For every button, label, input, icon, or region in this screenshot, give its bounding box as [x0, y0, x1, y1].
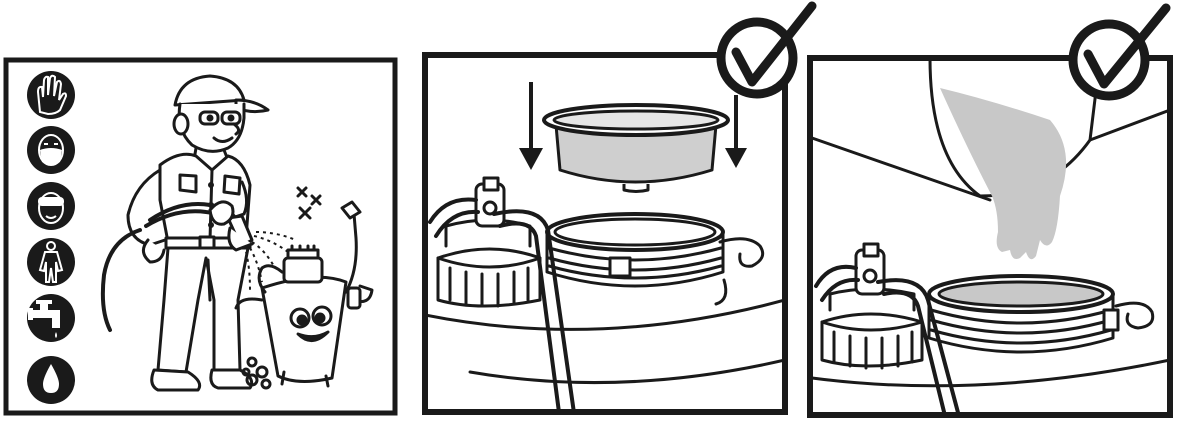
water-tap-icon — [27, 294, 75, 342]
water-spray — [245, 231, 297, 291]
checkmark-icon — [1068, 3, 1171, 101]
panel-1 — [3, 57, 398, 416]
panel-3 — [807, 3, 1173, 418]
tank-opening — [545, 212, 765, 306]
hoses — [814, 264, 961, 415]
goggles-icon — [27, 182, 75, 230]
hoses — [428, 197, 576, 412]
down-arrow-icon — [519, 82, 543, 170]
tank-top-surface — [425, 298, 785, 331]
pouring-container — [810, 58, 1170, 202]
gloves-icon — [27, 71, 75, 119]
coverall-suit-icon — [27, 238, 75, 286]
strainer — [542, 103, 730, 193]
checkmark-icon — [716, 1, 817, 99]
water-drop-icon — [27, 356, 75, 404]
face-mask-icon — [27, 126, 75, 174]
down-arrow-icon — [725, 95, 747, 168]
panel-2 — [422, 1, 817, 415]
sprayer-character — [234, 200, 374, 390]
liquid-stream — [940, 88, 1067, 260]
tank-opening-filled — [927, 274, 1155, 354]
ppe-icon-column — [27, 71, 75, 404]
worker-figure — [100, 74, 270, 392]
sparkle-marks — [296, 186, 322, 220]
pump-fitting — [436, 176, 542, 308]
